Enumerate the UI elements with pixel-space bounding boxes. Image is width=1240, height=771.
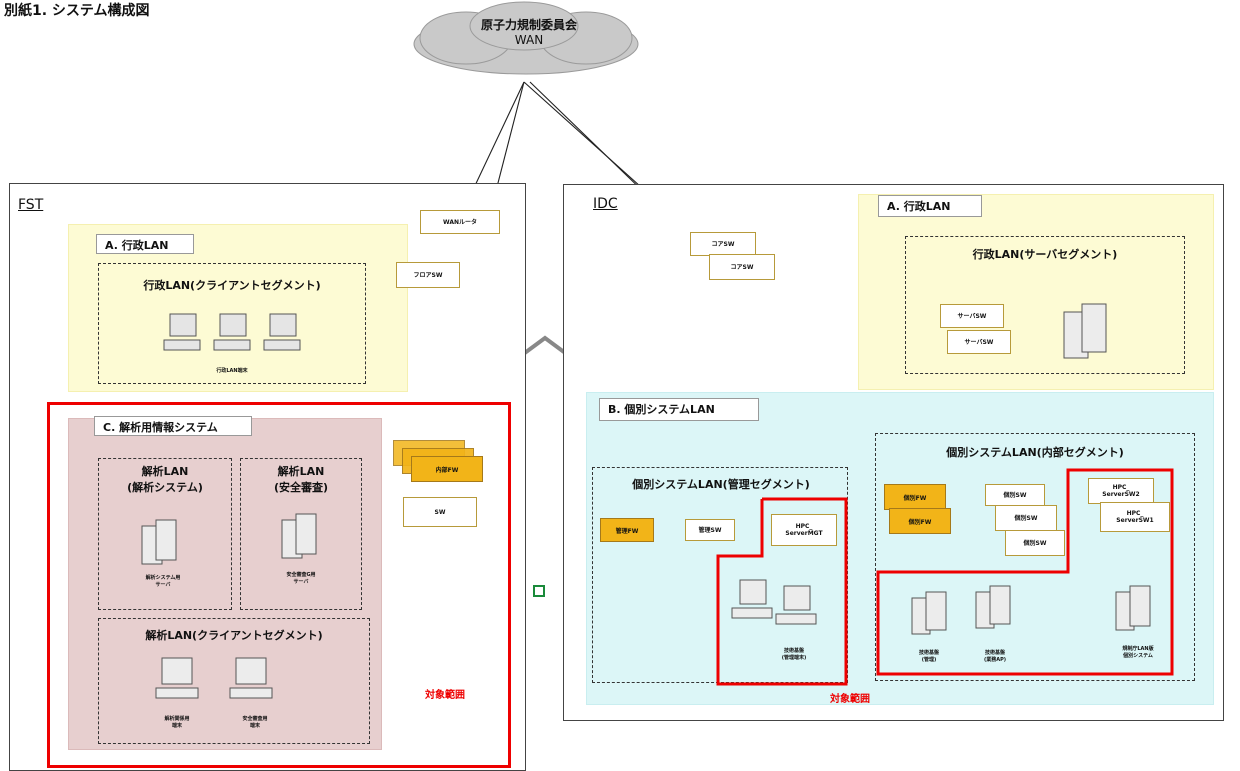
mgmt-terminal-label: 技術基盤 (管理端末) xyxy=(781,648,807,661)
safety-seg-title: 解析LAN (安全審査) xyxy=(273,465,329,494)
client-b-label: 安全審査用 端末 xyxy=(242,716,268,729)
floor-sw: フロアSW xyxy=(396,262,460,288)
wan-cloud-icon xyxy=(413,1,639,75)
idc-admin-server-segment xyxy=(905,236,1185,374)
internal-fw: 内部FW xyxy=(411,456,483,482)
fst-admin-client-segment-title: 行政LAN(クライアントセグメント) xyxy=(143,279,321,292)
analysis-server-icon xyxy=(141,519,177,565)
core-sw-2: コアSW xyxy=(709,254,775,280)
fst-scope-label: 対象範囲 xyxy=(425,690,465,701)
fst-admin-lan-tag: A. 行政LAN xyxy=(96,234,194,254)
mgmt-sw: 管理SW xyxy=(685,519,735,541)
fst-scope-border xyxy=(47,402,511,768)
mgmt-fw: 管理FW xyxy=(600,518,654,542)
client-a-pc-icon xyxy=(155,657,199,699)
safety-server-label: 安全審査G用 サーバ xyxy=(286,572,316,585)
hpc-server-sw2: HPC_ ServerSW2 xyxy=(1088,478,1154,504)
idc-admin-server-segment-title: 行政LAN(サーバセグメント) xyxy=(972,248,1118,261)
green-square-icon xyxy=(533,585,545,597)
admin-server-icon xyxy=(1063,303,1107,359)
server-sw-2: サーバSW xyxy=(947,330,1011,354)
analysis-client-seg-title: 解析LAN(クライアントセグメント) xyxy=(145,629,323,642)
analysis-server-label: 解析システム用 サーバ xyxy=(145,575,181,588)
page-title: 別紙1. システム構成図 xyxy=(4,3,150,19)
analysis-system-zone xyxy=(68,418,382,750)
chevron-icon xyxy=(520,335,570,357)
wan-name: 原子力規制委員会 xyxy=(480,18,577,32)
idc-admin-lan-zone xyxy=(858,194,1214,390)
safety-server-icon xyxy=(281,513,317,559)
safety-seg xyxy=(240,458,362,610)
server-a-label: 技術基盤 (管理) xyxy=(918,650,939,663)
mgmt-hpc: HPC_ ServerMGT xyxy=(771,514,837,546)
internal-segment-title: 個別システムLAN(内部セグメント) xyxy=(946,446,1124,459)
internal-segment xyxy=(875,433,1195,681)
wan-router: WANルータ xyxy=(420,210,500,234)
fst-admin-terminal-label: 行政LAN端末 xyxy=(216,368,248,374)
idc-label: IDC xyxy=(593,196,618,212)
server-b-icon xyxy=(975,585,1011,629)
individual-fw-2: 個別FW xyxy=(889,508,951,534)
individual-sw-2: 個別SW xyxy=(995,505,1057,531)
wan-sub: WAN xyxy=(514,33,544,47)
mgmt-scope-border xyxy=(716,497,848,686)
analysis-seg-title: 解析LAN (解析システム) xyxy=(127,465,203,494)
hpc-server-sw1: HPC_ ServerSW1 xyxy=(1100,502,1170,532)
fst-admin-client-segment xyxy=(98,263,366,384)
individual-sw-3: 個別SW xyxy=(1005,530,1065,556)
individual-lan-zone xyxy=(586,392,1214,705)
server-a-icon xyxy=(911,591,947,635)
client-b-pc-icon xyxy=(229,657,273,699)
analysis-sw: SW xyxy=(403,497,477,527)
analysis-client-seg xyxy=(98,618,370,744)
internal-scope-border xyxy=(876,468,1174,676)
mgmt-segment-title: 個別システムLAN(管理セグメント) xyxy=(632,478,810,491)
analysis-seg xyxy=(98,458,232,610)
server-sw-1: サーバSW xyxy=(940,304,1004,328)
individual-lan-tag: B. 個別システムLAN xyxy=(599,398,759,421)
server-c-label: 規制庁LAN版 個別システム xyxy=(1122,646,1154,659)
server-c-icon xyxy=(1115,585,1151,631)
client-a-label: 解析関係用 端末 xyxy=(164,716,190,729)
server-b-label: 技術基盤 (業務AP) xyxy=(983,650,1007,663)
idc-scope-label: 対象範囲 xyxy=(830,694,870,705)
wan-label: 原子力規制委員会 WAN xyxy=(424,18,634,48)
individual-fw-1: 個別FW xyxy=(884,484,946,510)
fst-admin-pc-icons xyxy=(163,313,301,351)
analysis-system-tag: C. 解析用情報システム xyxy=(94,416,252,436)
core-sw-1: コアSW xyxy=(690,232,756,256)
idc-admin-lan-tag: A. 行政LAN xyxy=(878,195,982,217)
mgmt-terminal-pc-icons xyxy=(731,579,817,625)
fst-label: FST xyxy=(18,197,44,213)
